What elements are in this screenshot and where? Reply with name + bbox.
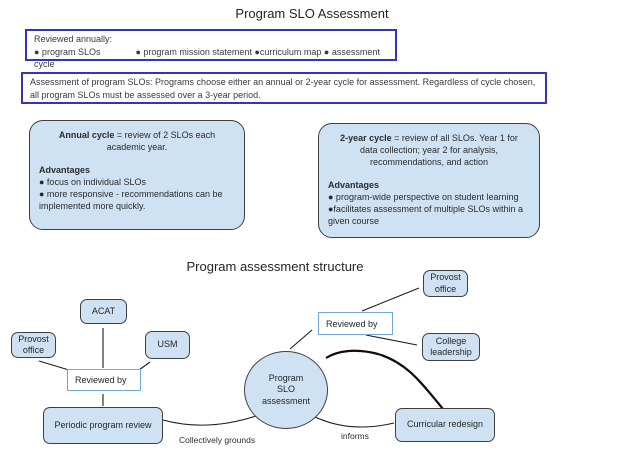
- node-college-leadership: College leadership: [422, 333, 480, 361]
- annual-advantage-item: ● more responsive - recommendations can …: [39, 188, 223, 211]
- node-college-leadership-label: College leadership: [430, 335, 472, 357]
- assessment-cycle-text: Assessment of program SLOs: Programs cho…: [30, 77, 536, 100]
- two-year-advantage-item: ● program-wide perspective on student le…: [328, 191, 519, 202]
- annual-advantages-label: Advantages: [39, 164, 91, 175]
- node-usm: USM: [145, 331, 190, 359]
- node-provost-office-right-label: Provost office: [430, 272, 461, 294]
- two-year-advantage-item: ●facilitates assessment of multiple SLOs…: [328, 203, 524, 226]
- node-provost-office-left: Provost office: [11, 332, 56, 358]
- node-program-slo-assessment: Program SLO assessment: [244, 351, 328, 429]
- node-acat: ACAT: [80, 299, 127, 324]
- reviewed-annually-heading: Reviewed annually:: [34, 34, 113, 44]
- edge-circle-to-curricular: [310, 414, 395, 428]
- node-reviewed-by-right-label: Reviewed by: [326, 318, 378, 329]
- edge-circle-to-reviewed-right: [289, 329, 313, 350]
- reviewed-annually-items: ● program SLOs ● program mission stateme…: [34, 46, 380, 70]
- two-year-advantages-label: Advantages: [328, 179, 380, 190]
- node-curricular-redesign-label: Curricular redesign: [406, 419, 484, 430]
- node-usm-label: USM: [157, 339, 178, 350]
- edge-reviewed-to-provost-left: [38, 360, 70, 371]
- node-reviewed-by-left: Reviewed by: [67, 369, 141, 391]
- two-year-cycle-summary: 2-year cycle = review of all SLOs. Year …: [319, 133, 539, 169]
- edge-label-informs: informs: [341, 431, 369, 441]
- edge-label-collectively-grounds: Collectively grounds: [179, 435, 256, 445]
- edge-reviewed-right-to-provost: [361, 287, 420, 312]
- annual-cycle-heading-rest: = review of 2 SLOs each academic year.: [106, 130, 216, 152]
- node-reviewed-by-right: Reviewed by: [318, 312, 393, 335]
- reviewed-annually-box: Reviewed annually: ● program SLOs ● prog…: [25, 29, 397, 69]
- page-title: Program SLO Assessment: [235, 6, 389, 21]
- two-year-cycle-heading: 2-year cycle: [340, 133, 392, 143]
- two-year-cycle-card: 2-year cycle = review of all SLOs. Year …: [318, 123, 540, 238]
- node-curricular-redesign: Curricular redesign: [395, 408, 495, 442]
- two-year-cycle-heading-rest: = review of all SLOs. Year 1 for data co…: [359, 133, 518, 167]
- assessment-cycle-box: Assessment of program SLOs: Programs cho…: [21, 72, 547, 104]
- edge-reviewed-right-to-college: [365, 334, 418, 346]
- annual-cycle-heading: Annual cycle: [58, 130, 115, 140]
- annual-cycle-card: Annual cycle = review of 2 SLOs each aca…: [29, 120, 245, 230]
- node-periodic-program-review: Periodic program review: [43, 407, 163, 444]
- node-program-slo-assessment-label: Program SLO assessment: [261, 373, 311, 406]
- diagram-title: Program assessment structure: [186, 259, 364, 274]
- node-reviewed-by-left-label: Reviewed by: [75, 375, 127, 385]
- edge-periodic-to-circle: [162, 415, 257, 426]
- node-provost-office-left-label: Provost office: [18, 333, 49, 355]
- annual-advantage-item: ● focus on individual SLOs: [39, 176, 146, 187]
- node-acat-label: ACAT: [91, 305, 116, 316]
- node-provost-office-right: Provost office: [423, 270, 468, 297]
- annual-cycle-summary: Annual cycle = review of 2 SLOs each aca…: [30, 130, 244, 154]
- node-periodic-program-review-label: Periodic program review: [54, 419, 152, 430]
